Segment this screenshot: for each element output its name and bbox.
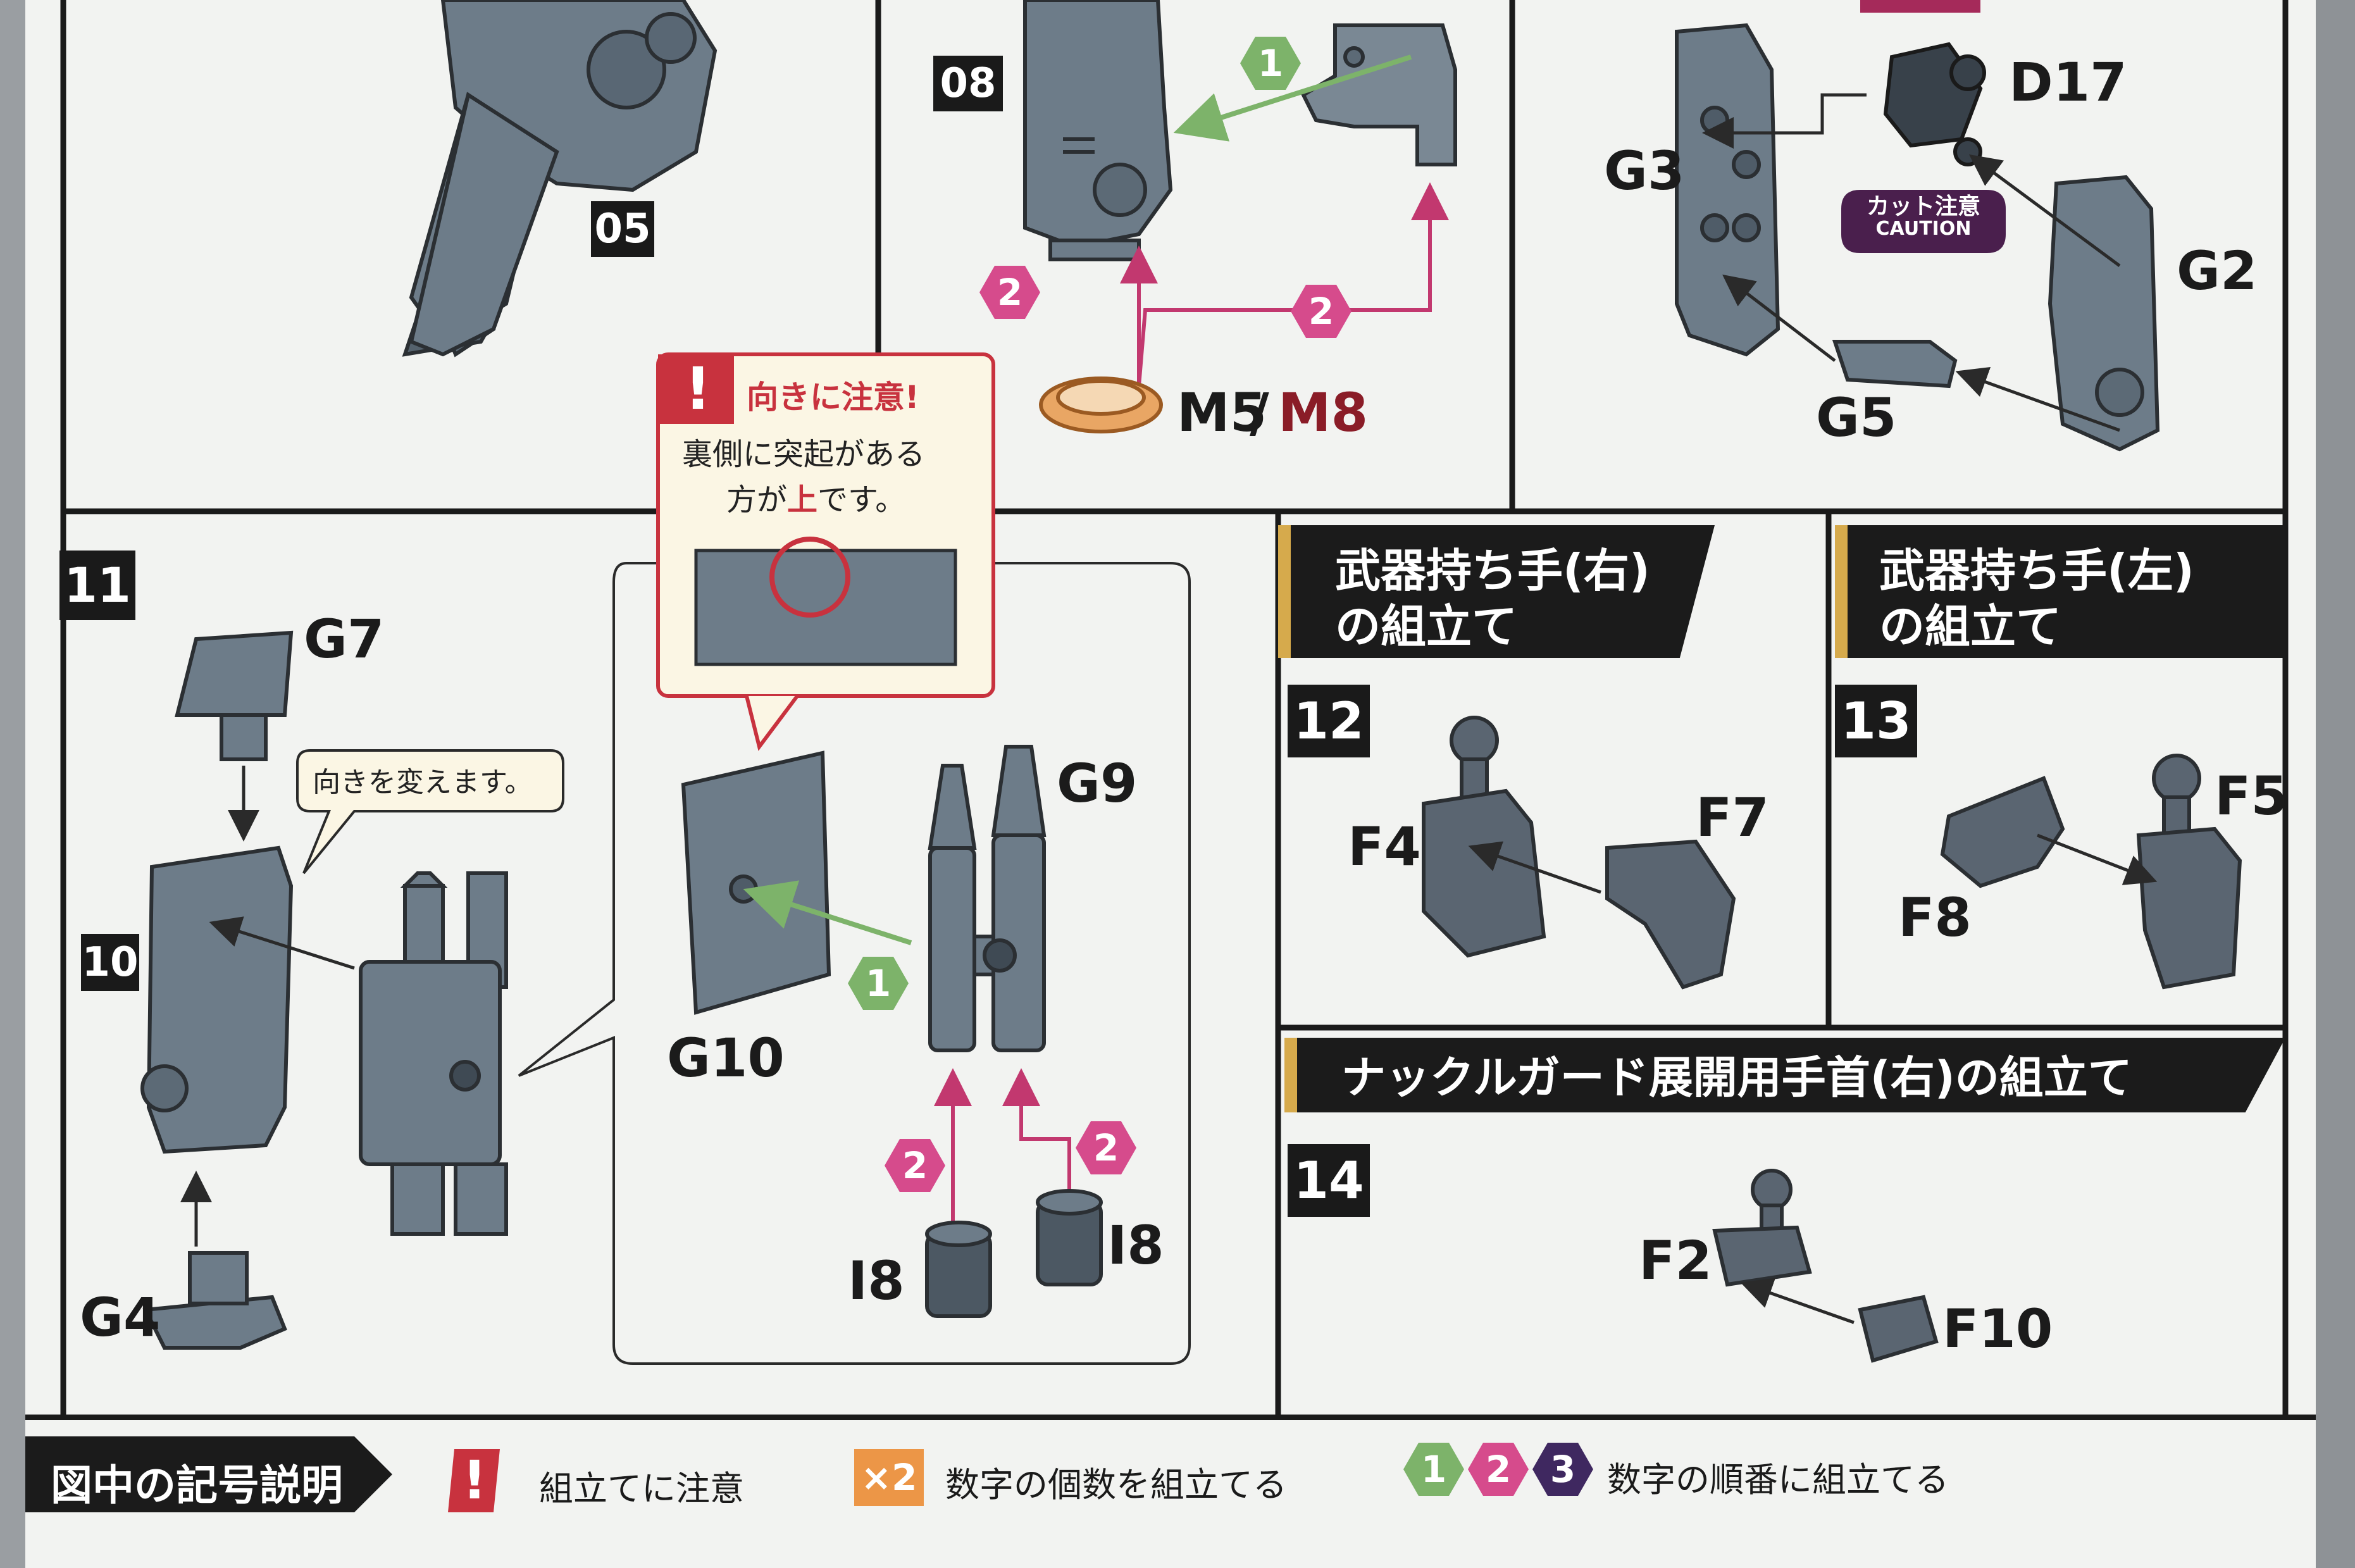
f10-part	[1858, 1295, 1939, 1363]
legend-multiply-icon-bg	[854, 1449, 924, 1506]
legend-multiply-icon: ×2	[861, 1456, 917, 1499]
step08-number: 08	[933, 56, 1003, 111]
header-weapon-grip-right-line2: の組立て	[1335, 600, 1518, 653]
label-i8-right: I8	[1107, 1214, 1164, 1276]
label-slash: /	[1250, 382, 1269, 444]
callout-line2-pre: 方が	[726, 482, 788, 518]
callout-detail-part	[694, 549, 957, 666]
step11-number: 11	[59, 551, 135, 620]
f4-part	[1422, 716, 1546, 958]
step08-order-2-left: 2	[979, 266, 1040, 319]
step11-order-1: 1	[848, 957, 909, 1010]
f5-part	[2136, 754, 2242, 990]
callout-caution-icon-bg	[658, 354, 734, 424]
legend-order-3: 3	[1532, 1443, 1593, 1496]
callout-line2: 方が上です。	[726, 475, 905, 519]
callout-line1: 裏側に突起がある	[682, 437, 926, 472]
label-g9: G9	[1057, 752, 1138, 814]
label-g4: G4	[80, 1286, 161, 1348]
legend-order-label: 数字の順番に組立てる	[1607, 1460, 1949, 1500]
f7-part	[1605, 839, 1736, 990]
zoom-frame	[518, 562, 1191, 1365]
legend-order-1: 1	[1403, 1443, 1464, 1496]
callout-title: 向きに注意!	[747, 379, 919, 416]
caution-jp: カット注意	[1866, 194, 1980, 220]
legend-order-2: 2	[1468, 1443, 1529, 1496]
legend-title-bg	[25, 1436, 392, 1512]
callout-caution-icon: !	[685, 355, 711, 423]
callout-line2-post: です。	[817, 482, 906, 518]
header-weapon-grip-right-line1: 武器持ち手(右)	[1335, 544, 1650, 597]
label-f7: F7	[1696, 787, 1769, 849]
header-knuckle-guard: ナックルガード展開用手首(右)の組立て	[1284, 1038, 2285, 1112]
step05-blade	[409, 92, 559, 357]
label-m5: M5	[1177, 382, 1267, 444]
legend-title: 図中の記号説明	[51, 1461, 343, 1510]
header-weapon-grip-right: 武器持ち手(右) の組立て	[1278, 525, 1715, 658]
ring-part-m5	[1039, 376, 1163, 433]
thruster-assembly	[359, 871, 508, 1236]
d17-part	[1883, 42, 1986, 166]
step05-number: 05	[591, 201, 654, 257]
label-i8-left: I8	[848, 1250, 905, 1312]
legend-caution-icon-bg	[448, 1449, 500, 1512]
step08-body	[1023, 0, 1173, 261]
i8-left-part	[925, 1221, 992, 1318]
header-knuckle-guard-title: ナックルガード展開用手首(右)の組立て	[1341, 1052, 2132, 1104]
caution-bubble-lower	[1841, 190, 2006, 253]
header-weapon-grip-left: 武器持ち手(左) の組立て	[1835, 525, 2285, 658]
step12-number: 12	[1288, 685, 1370, 757]
g2-part	[2047, 175, 2160, 452]
label-g2: G2	[2177, 240, 2258, 302]
label-g3: G3	[1604, 140, 1685, 202]
label-g5: G5	[1816, 387, 1897, 449]
part10-body	[140, 845, 294, 1154]
g4-part	[142, 1251, 287, 1350]
header-weapon-grip-left-line2: の組立て	[1879, 600, 2062, 653]
step14-number: 14	[1288, 1144, 1370, 1217]
label-f5: F5	[2215, 765, 2288, 827]
speech-bubble	[296, 749, 564, 874]
label-f10: F10	[1942, 1298, 2053, 1360]
callout-highlight-ring	[769, 537, 850, 618]
g3-part	[1675, 23, 1780, 357]
callout-line2-highlight: 上	[787, 482, 818, 518]
step08-order-1: 1	[1240, 37, 1301, 90]
i8-right-part	[1036, 1189, 1103, 1286]
f8-part	[1940, 776, 2065, 888]
step11-order-2-right: 2	[1076, 1121, 1136, 1174]
label-f4: F4	[1348, 816, 1421, 878]
label-m8: M8	[1278, 382, 1369, 444]
ref-part-10: 10	[81, 934, 139, 991]
g10-part	[681, 750, 831, 1015]
label-f2: F2	[1639, 1229, 1712, 1291]
f2-part	[1712, 1169, 1812, 1287]
step13-number: 13	[1835, 685, 1917, 757]
legend-caution-label: 組立てに注意	[539, 1469, 744, 1509]
label-f8: F8	[1898, 887, 1972, 949]
legend-caution-icon: !	[462, 1449, 487, 1511]
g7-part	[175, 630, 294, 761]
caution-bubble-text: カット注意 CAUTION	[1844, 195, 2003, 239]
step11-order-2-left: 2	[885, 1139, 945, 1192]
g5-part	[1832, 340, 1958, 389]
step08-order-2-right: 2	[1291, 285, 1351, 338]
label-g7: G7	[304, 608, 385, 670]
legend-multiply-label: 数字の個数を組立てる	[945, 1465, 1287, 1505]
g9-part	[928, 745, 1047, 1052]
label-d17: D17	[2009, 51, 2127, 113]
step08-bracket	[1301, 23, 1457, 166]
label-g10: G10	[667, 1027, 785, 1089]
panel-borders	[25, 0, 2316, 1421]
caution-bubble-upper	[1860, 0, 1980, 13]
speech-bubble-text: 向きを変えます。	[313, 766, 533, 799]
header-weapon-grip-left-line1: 武器持ち手(左)	[1879, 544, 2194, 597]
caution-en: CAUTION	[1875, 217, 1972, 240]
